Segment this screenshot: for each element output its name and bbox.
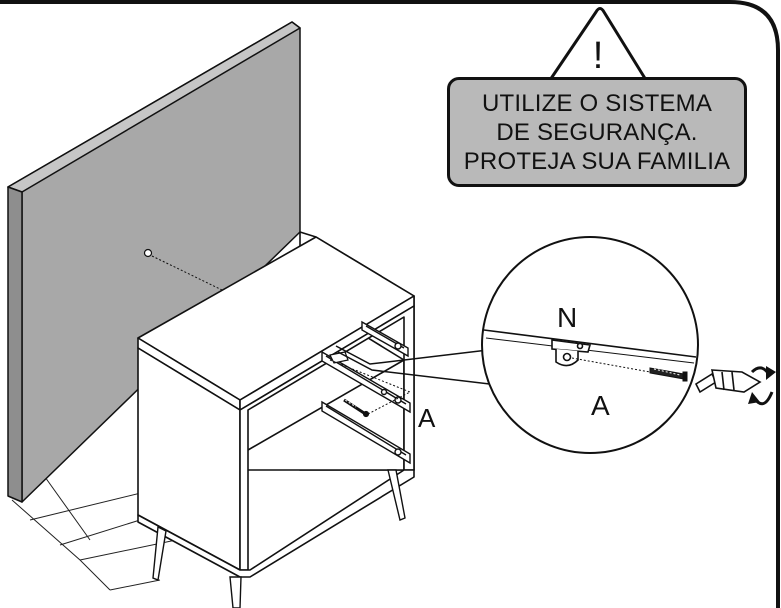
warning-triangle-icon: [548, 7, 648, 82]
detail-circle: [481, 236, 699, 454]
drawer-slides: [321, 320, 411, 465]
callout-lines: [335, 345, 499, 386]
wall-panel: [7, 21, 301, 503]
screw-a-icon: [341, 397, 370, 418]
drawer-slide-top: [361, 320, 409, 358]
warning-symbol: !: [593, 35, 604, 77]
wall-hole: [143, 248, 153, 258]
drawer-slide-middle: [321, 350, 411, 414]
drawer-slide-bottom: [321, 400, 411, 465]
label-screw-a: A: [418, 403, 436, 433]
rotate-arrows-icon: [748, 366, 776, 406]
warning-line-2: DE SEGURANÇA.: [496, 118, 698, 146]
warning-line-3: PROTEJA SUA FAMILIA: [463, 147, 731, 175]
warning-line-1: UTILIZE O SISTEMA: [481, 89, 713, 117]
label-detail-screw-a: A: [591, 390, 610, 421]
label-bracket-n: N: [557, 302, 578, 333]
safety-warning-box: UTILIZE O SISTEMA DE SEGURANÇA. PROTEJA …: [447, 77, 747, 187]
bracket-n-detail: [551, 339, 592, 367]
wall-guide-line: [151, 255, 223, 291]
screw-a-detail-icon: [649, 367, 688, 382]
cabinet-legs: [152, 469, 406, 608]
screwdriver-icon: [694, 369, 762, 394]
